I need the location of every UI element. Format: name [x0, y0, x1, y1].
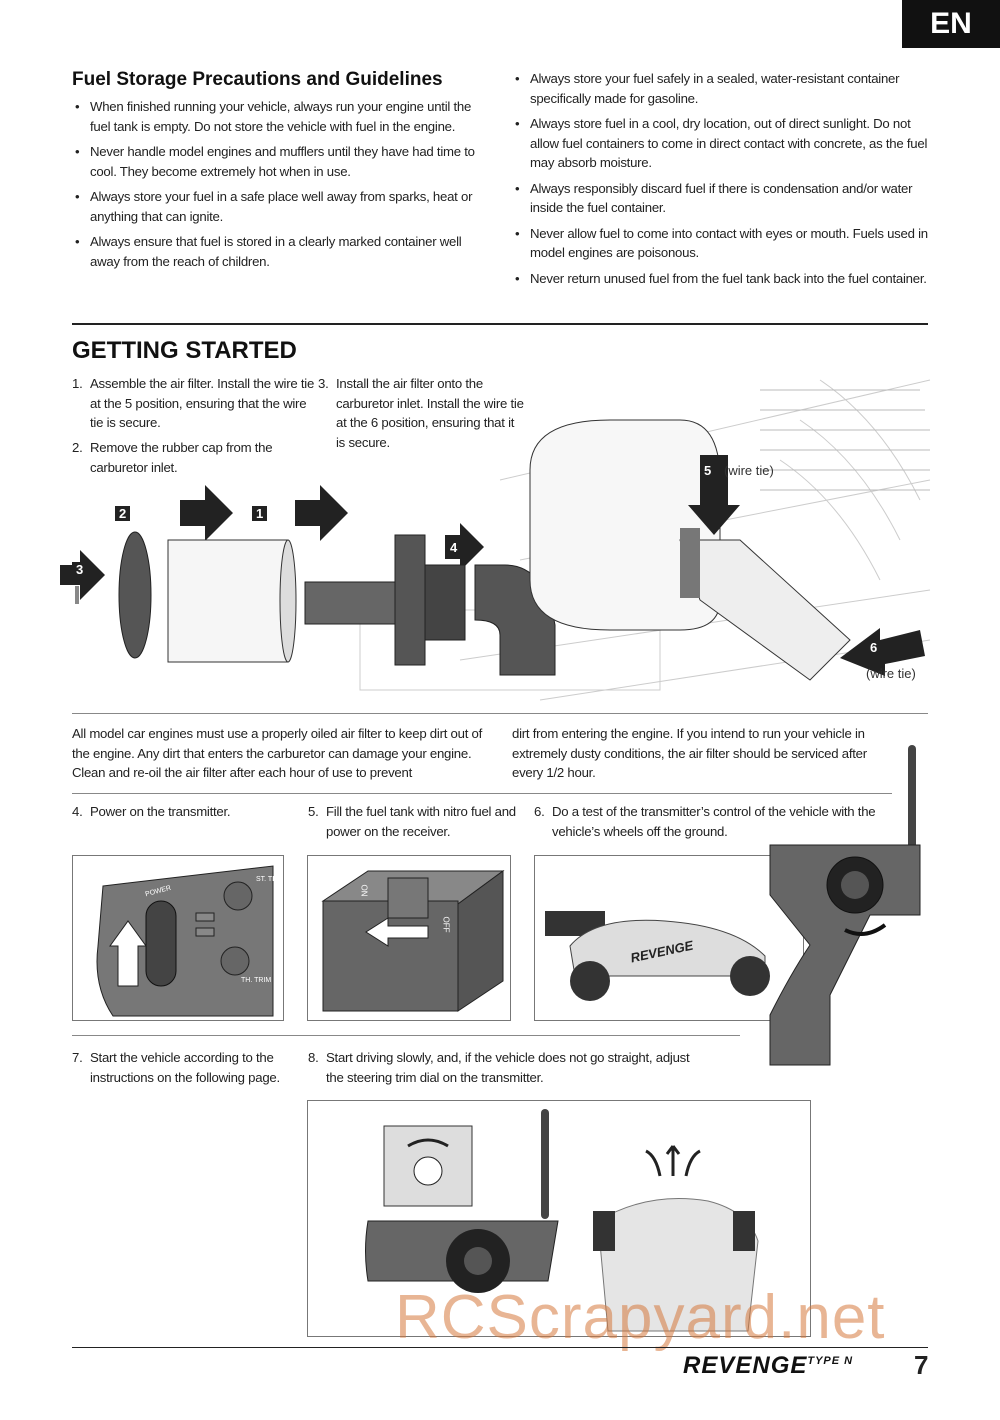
- air-filter-assembly-illustration: [60, 379, 931, 701]
- language-badge: EN: [902, 0, 1000, 48]
- list-item: Always ensure that fuel is stored in a c…: [72, 232, 482, 271]
- footer-rule: [72, 1347, 928, 1348]
- callout-2: 2: [115, 506, 131, 521]
- step-2: 2.Remove the rubber cap from the carbure…: [72, 440, 273, 475]
- transmitter-illustration: [769, 745, 921, 1066]
- wire-tie-label-6: (wire tie): [866, 666, 916, 681]
- buggy-top-view-icon: [597, 1198, 759, 1332]
- air-filter-note-left: All model car engines must use a properl…: [72, 726, 483, 780]
- section-divider: [72, 323, 928, 325]
- throttle-trim-dial-icon: [220, 946, 250, 976]
- left-arrow-icon: [365, 917, 429, 947]
- th-trim-label: TH. TRIM: [241, 977, 272, 984]
- callout-1: 1: [252, 506, 268, 521]
- list-item: Never allow fuel to come into contact wi…: [512, 224, 932, 263]
- screw-icon: [75, 586, 79, 604]
- callout-6: 6: [866, 640, 882, 655]
- getting-started-heading: GETTING STARTED: [72, 337, 297, 364]
- engine-head-fins-icon: [760, 389, 930, 491]
- arrow-2-icon: [180, 485, 233, 541]
- off-label: OFF: [441, 916, 451, 933]
- divider: [72, 793, 892, 794]
- revenge-logo: REVENGETYPE N: [683, 1352, 854, 1379]
- power-switch-icon: [145, 900, 177, 987]
- installed-air-filter-icon: [529, 419, 721, 631]
- list-item: Never handle model engines and mufflers …: [72, 142, 482, 181]
- list-item: Always responsibly discard fuel if there…: [512, 179, 932, 218]
- list-item: Always store your fuel in a safe place w…: [72, 187, 482, 226]
- up-arrow-icon: [109, 920, 147, 987]
- filter-base-icon: [304, 581, 406, 625]
- foam-filter-icon: [167, 539, 289, 663]
- antenna-icon: [908, 745, 916, 855]
- on-label: ON: [359, 884, 369, 897]
- receiver-switch-figure: ON OFF: [307, 855, 511, 1021]
- direction-arrows-icon: [645, 1145, 701, 1177]
- step-8: 8.Start driving slowly, and, if the vehi…: [308, 1050, 690, 1085]
- fuel-storage-left-list: When finished running your vehicle, alwa…: [72, 97, 482, 277]
- step-1: 1.Assemble the air filter. Install the w…: [72, 376, 315, 430]
- wire-tie-label-5: (wire tie): [724, 463, 774, 478]
- trim-dial-icon: [413, 1156, 443, 1186]
- step-7: 7.Start the vehicle according to the ins…: [72, 1050, 280, 1085]
- arrow-1-icon: [295, 485, 348, 541]
- callout-4: 4: [446, 540, 462, 555]
- arrow-6-icon: [840, 628, 925, 676]
- buggy-body-icon: [569, 919, 766, 977]
- watermark: RCScrapyard.net: [395, 1283, 886, 1352]
- divider: [72, 713, 928, 714]
- wheel-icon: [570, 961, 610, 1001]
- antenna-icon: [541, 1109, 549, 1219]
- steering-trim-figure: [307, 1100, 811, 1337]
- wheel-icon: [730, 956, 770, 996]
- rotate-arrow-icon: [844, 923, 887, 936]
- step-4: 4.Power on the transmitter.: [72, 804, 231, 819]
- page-number: 7: [914, 1350, 929, 1380]
- transmitter-power-figure: POWER ST. TR TH. TRIM: [72, 855, 284, 1021]
- arrow-4-icon: [445, 523, 484, 571]
- filter-cap-icon: [118, 531, 152, 659]
- list-item: Never return unused fuel from the fuel t…: [512, 269, 932, 289]
- list-item: Always store fuel in a cool, dry locatio…: [512, 114, 932, 173]
- steering-trim-dial-icon: [223, 881, 253, 911]
- list-item: When finished running your vehicle, alwa…: [72, 97, 482, 136]
- step-5: 5.Fill the fuel tank with nitro fuel and…: [308, 804, 516, 839]
- fuel-storage-heading: Fuel Storage Precautions and Guidelines: [72, 69, 443, 90]
- switch-icon: [387, 877, 429, 919]
- vehicle-test-figure: REVENGE: [534, 855, 804, 1021]
- divider: [72, 1035, 740, 1036]
- callout-3: 3: [72, 562, 88, 577]
- st-trim-label: ST. TR: [256, 876, 278, 883]
- list-item: Always store your fuel safely in a seale…: [512, 69, 932, 108]
- air-filter-note-right: dirt from entering the engine. If you in…: [512, 726, 867, 780]
- trim-arrows-icon: [407, 1138, 449, 1148]
- callout-5: 5: [700, 463, 716, 478]
- step-3: 3.Install the air filter onto the carbur…: [318, 376, 524, 450]
- fuel-storage-right-list: Always store your fuel safely in a seale…: [512, 69, 932, 294]
- step-6: 6.Do a test of the transmitter’s control…: [534, 804, 876, 839]
